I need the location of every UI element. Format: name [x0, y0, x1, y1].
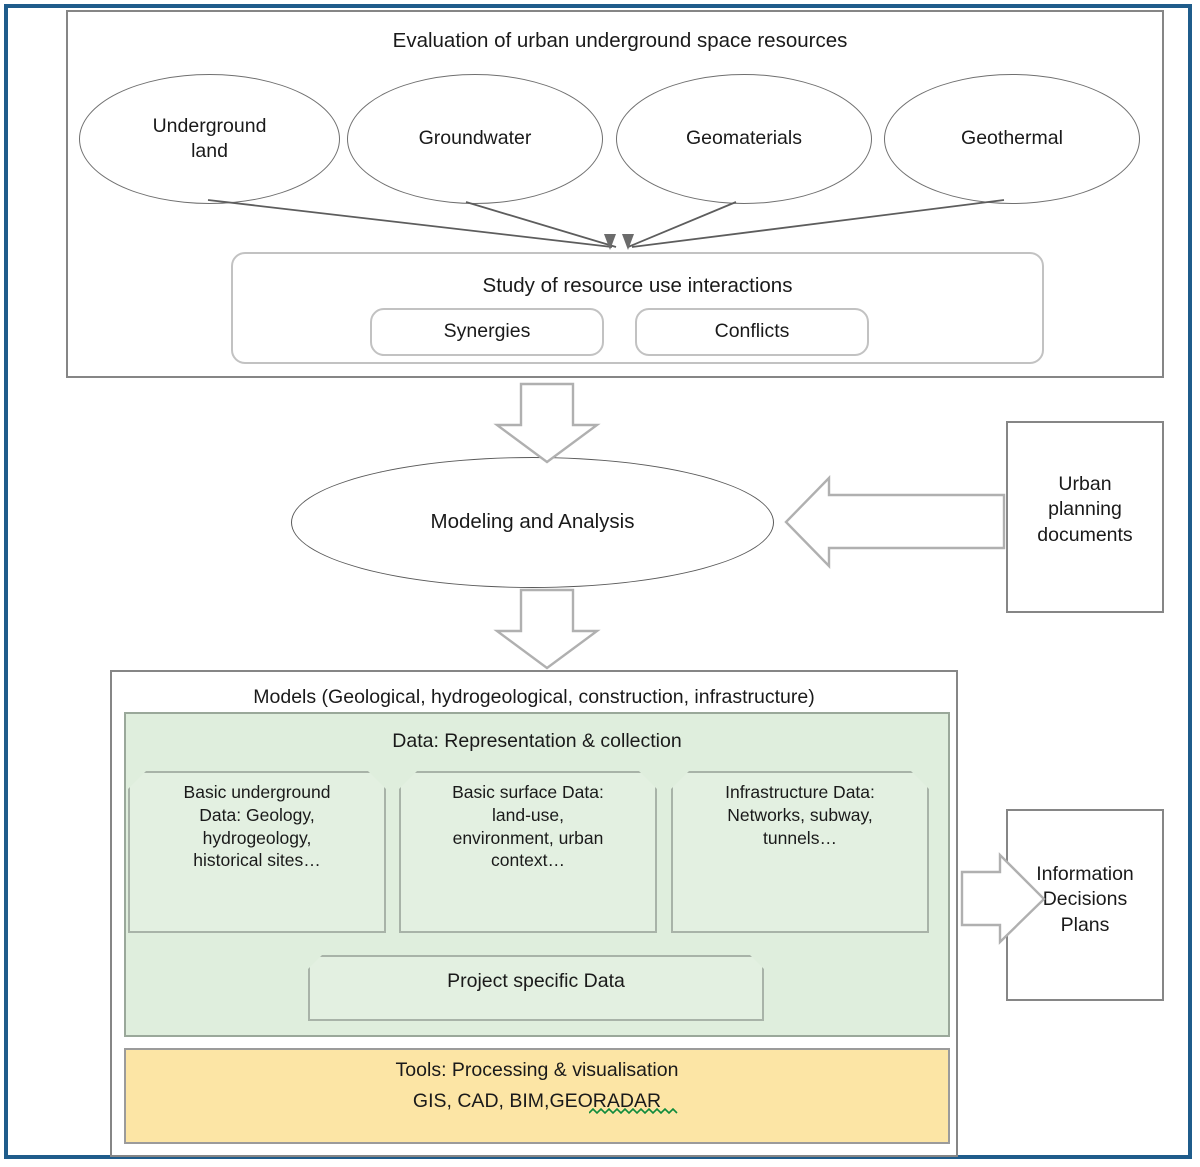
tools-box	[124, 1048, 950, 1144]
resource-ellipse-underground-land[interactable]	[79, 74, 340, 204]
modeling-ellipse[interactable]	[291, 457, 774, 588]
resource-ellipse-geomaterials[interactable]	[616, 74, 872, 204]
outer-blue-frame	[4, 4, 1192, 1159]
interactions-item-conflicts[interactable]	[635, 308, 869, 356]
data-box-infrastructure[interactable]	[671, 771, 929, 933]
urban-planning-box	[1006, 421, 1164, 613]
data-box-basic-underground[interactable]	[128, 771, 386, 933]
data-box-basic-surface[interactable]	[399, 771, 657, 933]
resource-ellipse-geothermal[interactable]	[884, 74, 1140, 204]
output-box	[1006, 809, 1164, 1001]
resource-ellipse-groundwater[interactable]	[347, 74, 603, 204]
data-box-project-specific[interactable]	[308, 955, 764, 1021]
interactions-item-synergies[interactable]	[370, 308, 604, 356]
